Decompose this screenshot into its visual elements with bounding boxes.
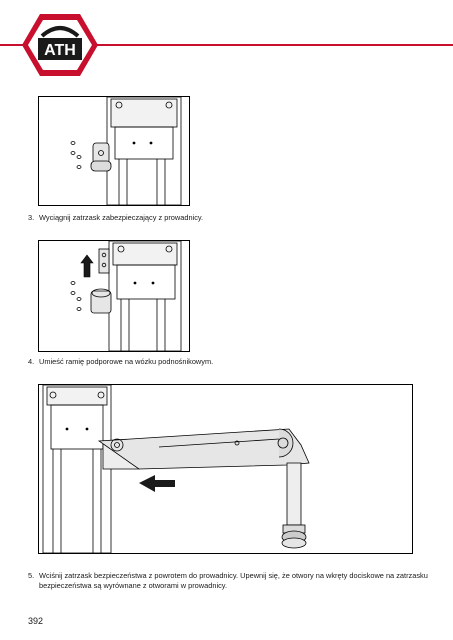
step-text: Umieść ramię podporowe na wózku podnośni… — [39, 357, 214, 366]
step-3: 3. Wyciągnij zatrzask zabezpieczający z … — [28, 213, 428, 223]
step-4: 4. Umieść ramię podporowe na wózku podno… — [28, 357, 428, 367]
page-number: 392 — [28, 616, 44, 626]
step-number: 4. — [28, 357, 35, 366]
step-number: 3. — [28, 213, 35, 222]
page-header: ATH — [0, 0, 453, 90]
figure-safety-latch-installed — [38, 96, 190, 206]
ath-logo: ATH — [22, 14, 98, 76]
step-5: 5. Wciśnij zatrzask bezpieczeństwa z pow… — [28, 571, 433, 591]
step-number: 5. — [28, 571, 35, 580]
step-text: Wciśnij zatrzask bezpieczeństwa z powrot… — [39, 571, 428, 590]
step-text: Wyciągnij zatrzask zabezpieczający z pro… — [39, 213, 204, 222]
brand-divider — [0, 44, 453, 46]
figure-support-arm-placement — [38, 384, 413, 554]
figure-safety-latch-removed — [38, 240, 190, 352]
arrow-left-icon — [139, 475, 175, 492]
svg-text:ATH: ATH — [44, 42, 76, 59]
arrow-up-icon — [80, 254, 94, 278]
